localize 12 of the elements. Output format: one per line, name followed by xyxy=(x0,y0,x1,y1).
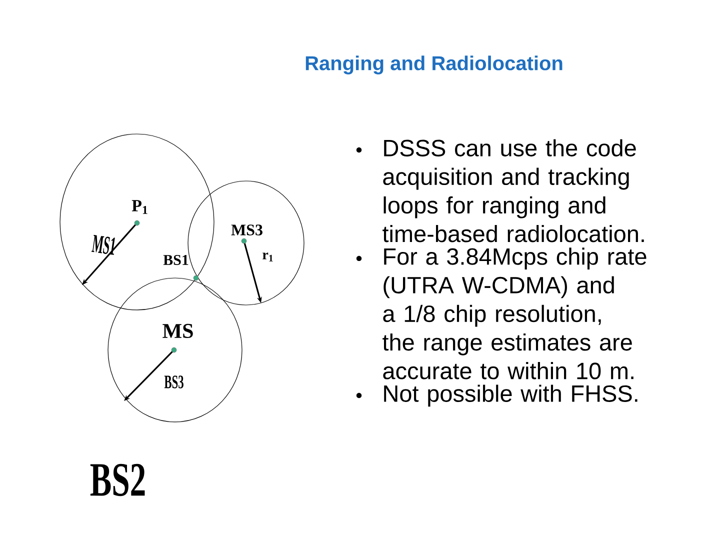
station-label: BS1 xyxy=(163,254,188,266)
station-label: MS3 xyxy=(231,224,262,236)
bullet-text: For a 3.84Mcps chip rate (UTRA W-CDMA) and a 1/8 chip resolution, the range estimates are accurate to within 10 m. xyxy=(382,248,646,380)
station-label: BS2 xyxy=(90,464,145,496)
station-label: MS xyxy=(162,324,193,338)
title: Ranging and Radiolocation xyxy=(306,56,562,74)
point-label: P$_{1}$ xyxy=(132,200,148,214)
bullet-text: Not possible with FHSS. xyxy=(384,384,638,407)
radius-label: r$_{1}$ xyxy=(262,252,273,262)
station-label: BS3 xyxy=(164,376,184,388)
bullet-text: DSSS can use the code acquisition and tracking loops for ranging and time-based radiolocation. xyxy=(382,139,644,242)
distance-label: MS1 xyxy=(91,234,115,255)
